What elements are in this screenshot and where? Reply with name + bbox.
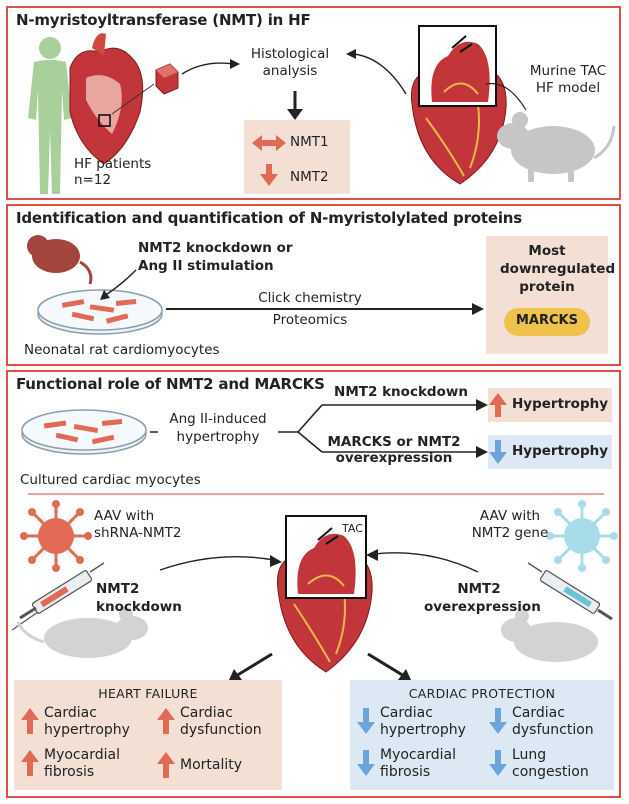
tissue-sample-icon	[155, 63, 179, 95]
nmt2-label: NMT2	[290, 169, 329, 185]
up-arrow-icon	[489, 393, 507, 417]
tac-label: TAC	[342, 522, 363, 535]
panel1-illustration	[28, 25, 616, 194]
panel2-result-box: Most downregulated protein MARCKS	[486, 236, 616, 354]
up-arrow-icon	[21, 750, 39, 776]
marcks-pill: MARCKS	[504, 308, 590, 336]
aav-virus-red-icon	[20, 500, 92, 572]
hypertrophy-up-box: Hypertrophy	[488, 388, 612, 422]
aav-right-label: AAV with NMT2 gene	[471, 508, 549, 541]
nmt-arrows	[252, 135, 286, 186]
left-right-arrow-icon	[252, 135, 286, 151]
cp-arrows	[357, 708, 507, 776]
cp-item-dysfunction: Cardiac dysfunction	[512, 705, 594, 738]
petri-dish-icon	[37, 289, 163, 335]
panel3-illustration	[11, 399, 618, 682]
hf-arrows	[21, 708, 175, 778]
hf-item-mortality: Mortality	[180, 757, 243, 773]
aav-virus-blue-icon	[546, 500, 618, 572]
hf-item-dysfunction: Cardiac dysfunction	[180, 705, 262, 738]
panel-identification: Identification and quantification of N-m…	[6, 204, 621, 366]
cp-item-hypertrophy: Cardiac hypertrophy	[380, 705, 466, 738]
panel-nmt-in-hf: N-myristoyltransferase (NMT) in HF	[6, 6, 621, 200]
down-arrow-icon	[357, 708, 375, 734]
method-click-chemistry: Click chemistry	[258, 290, 362, 306]
hypertrophy-down-box: Hypertrophy	[488, 435, 612, 469]
mouse-icon	[497, 112, 616, 182]
up-arrow-icon	[157, 708, 175, 734]
histology-label: Histological analysis	[250, 46, 330, 79]
panel3-cells-label: Cultured cardiac myocytes	[20, 472, 201, 488]
up-arrow-icon	[21, 708, 39, 734]
down-arrow-icon	[489, 708, 507, 734]
human-heart-icon	[69, 33, 144, 165]
cardiac-protection-box: CARDIAC PROTECTION Cardiac hypertrophy C…	[350, 680, 614, 790]
left-treatment-label: NMT2 knockdown	[96, 581, 182, 615]
down-arrow-icon	[260, 164, 278, 186]
hypertrophy-up-label: Hypertrophy	[512, 396, 609, 412]
heart-failure-box: HEART FAILURE Cardiac hypertrophy Cardia…	[14, 680, 282, 790]
cardiac-protection-header: CARDIAC PROTECTION	[408, 686, 556, 701]
panel-functional-role: Functional role of NMT2 and MARCKS	[6, 370, 621, 798]
panel2-stimulus: NMT2 knockdown or Ang II stimulation	[138, 240, 293, 274]
patients-count: n=12	[74, 172, 112, 188]
tac-heart-icon	[276, 515, 373, 673]
up-arrow-icon	[157, 752, 175, 778]
panel2-illustration	[27, 235, 484, 335]
syringe-right-icon	[527, 562, 613, 621]
rat-pup-icon	[27, 235, 93, 285]
panel2-title: Identification and quantification of N-m…	[16, 209, 522, 227]
nmt-result-box: NMT1 NMT2	[244, 120, 350, 194]
down-arrow-icon	[489, 440, 507, 464]
culture-dish-icon	[21, 409, 147, 455]
nmt1-label: NMT1	[290, 134, 329, 150]
down-arrow-icon	[357, 750, 375, 776]
branch-nmt2-knockdown: NMT2 knockdown	[334, 384, 468, 400]
panel2-cells-label: Neonatal rat cardiomyocytes	[24, 342, 220, 358]
model-label: Murine TAC HF model	[529, 63, 607, 96]
panel3-stimulus: Ang II-induced hypertrophy	[158, 410, 278, 446]
heart-failure-header: HEART FAILURE	[98, 686, 198, 701]
mouse-right-icon	[501, 609, 598, 662]
human-silhouette-icon	[28, 37, 72, 194]
right-treatment-label: NMT2 overexpression	[424, 581, 541, 615]
branch-overexpression: MARCKS or NMT2 overexpression	[327, 434, 461, 466]
cp-item-lung-congestion: Lung congestion	[512, 747, 589, 780]
mouse-heart-icon	[410, 25, 507, 185]
panel3-title: Functional role of NMT2 and MARCKS	[16, 375, 325, 393]
patients-label: HF patients	[74, 156, 152, 172]
method-proteomics: Proteomics	[272, 312, 348, 328]
panel1-title: N-myristoyltransferase (NMT) in HF	[16, 11, 311, 29]
panel2-result-label: Most downregulated protein	[500, 243, 616, 295]
hypertrophy-down-label: Hypertrophy	[512, 443, 609, 459]
mouse-left-icon	[16, 607, 148, 658]
syringe-left-icon	[11, 562, 105, 631]
hf-item-fibrosis: Myocardial fibrosis	[44, 747, 120, 780]
down-arrow-icon	[489, 750, 507, 776]
cp-item-fibrosis: Myocardial fibrosis	[380, 747, 456, 780]
hf-item-hypertrophy: Cardiac hypertrophy	[44, 705, 130, 738]
aav-left-label: AAV with shRNA-NMT2	[94, 508, 182, 541]
